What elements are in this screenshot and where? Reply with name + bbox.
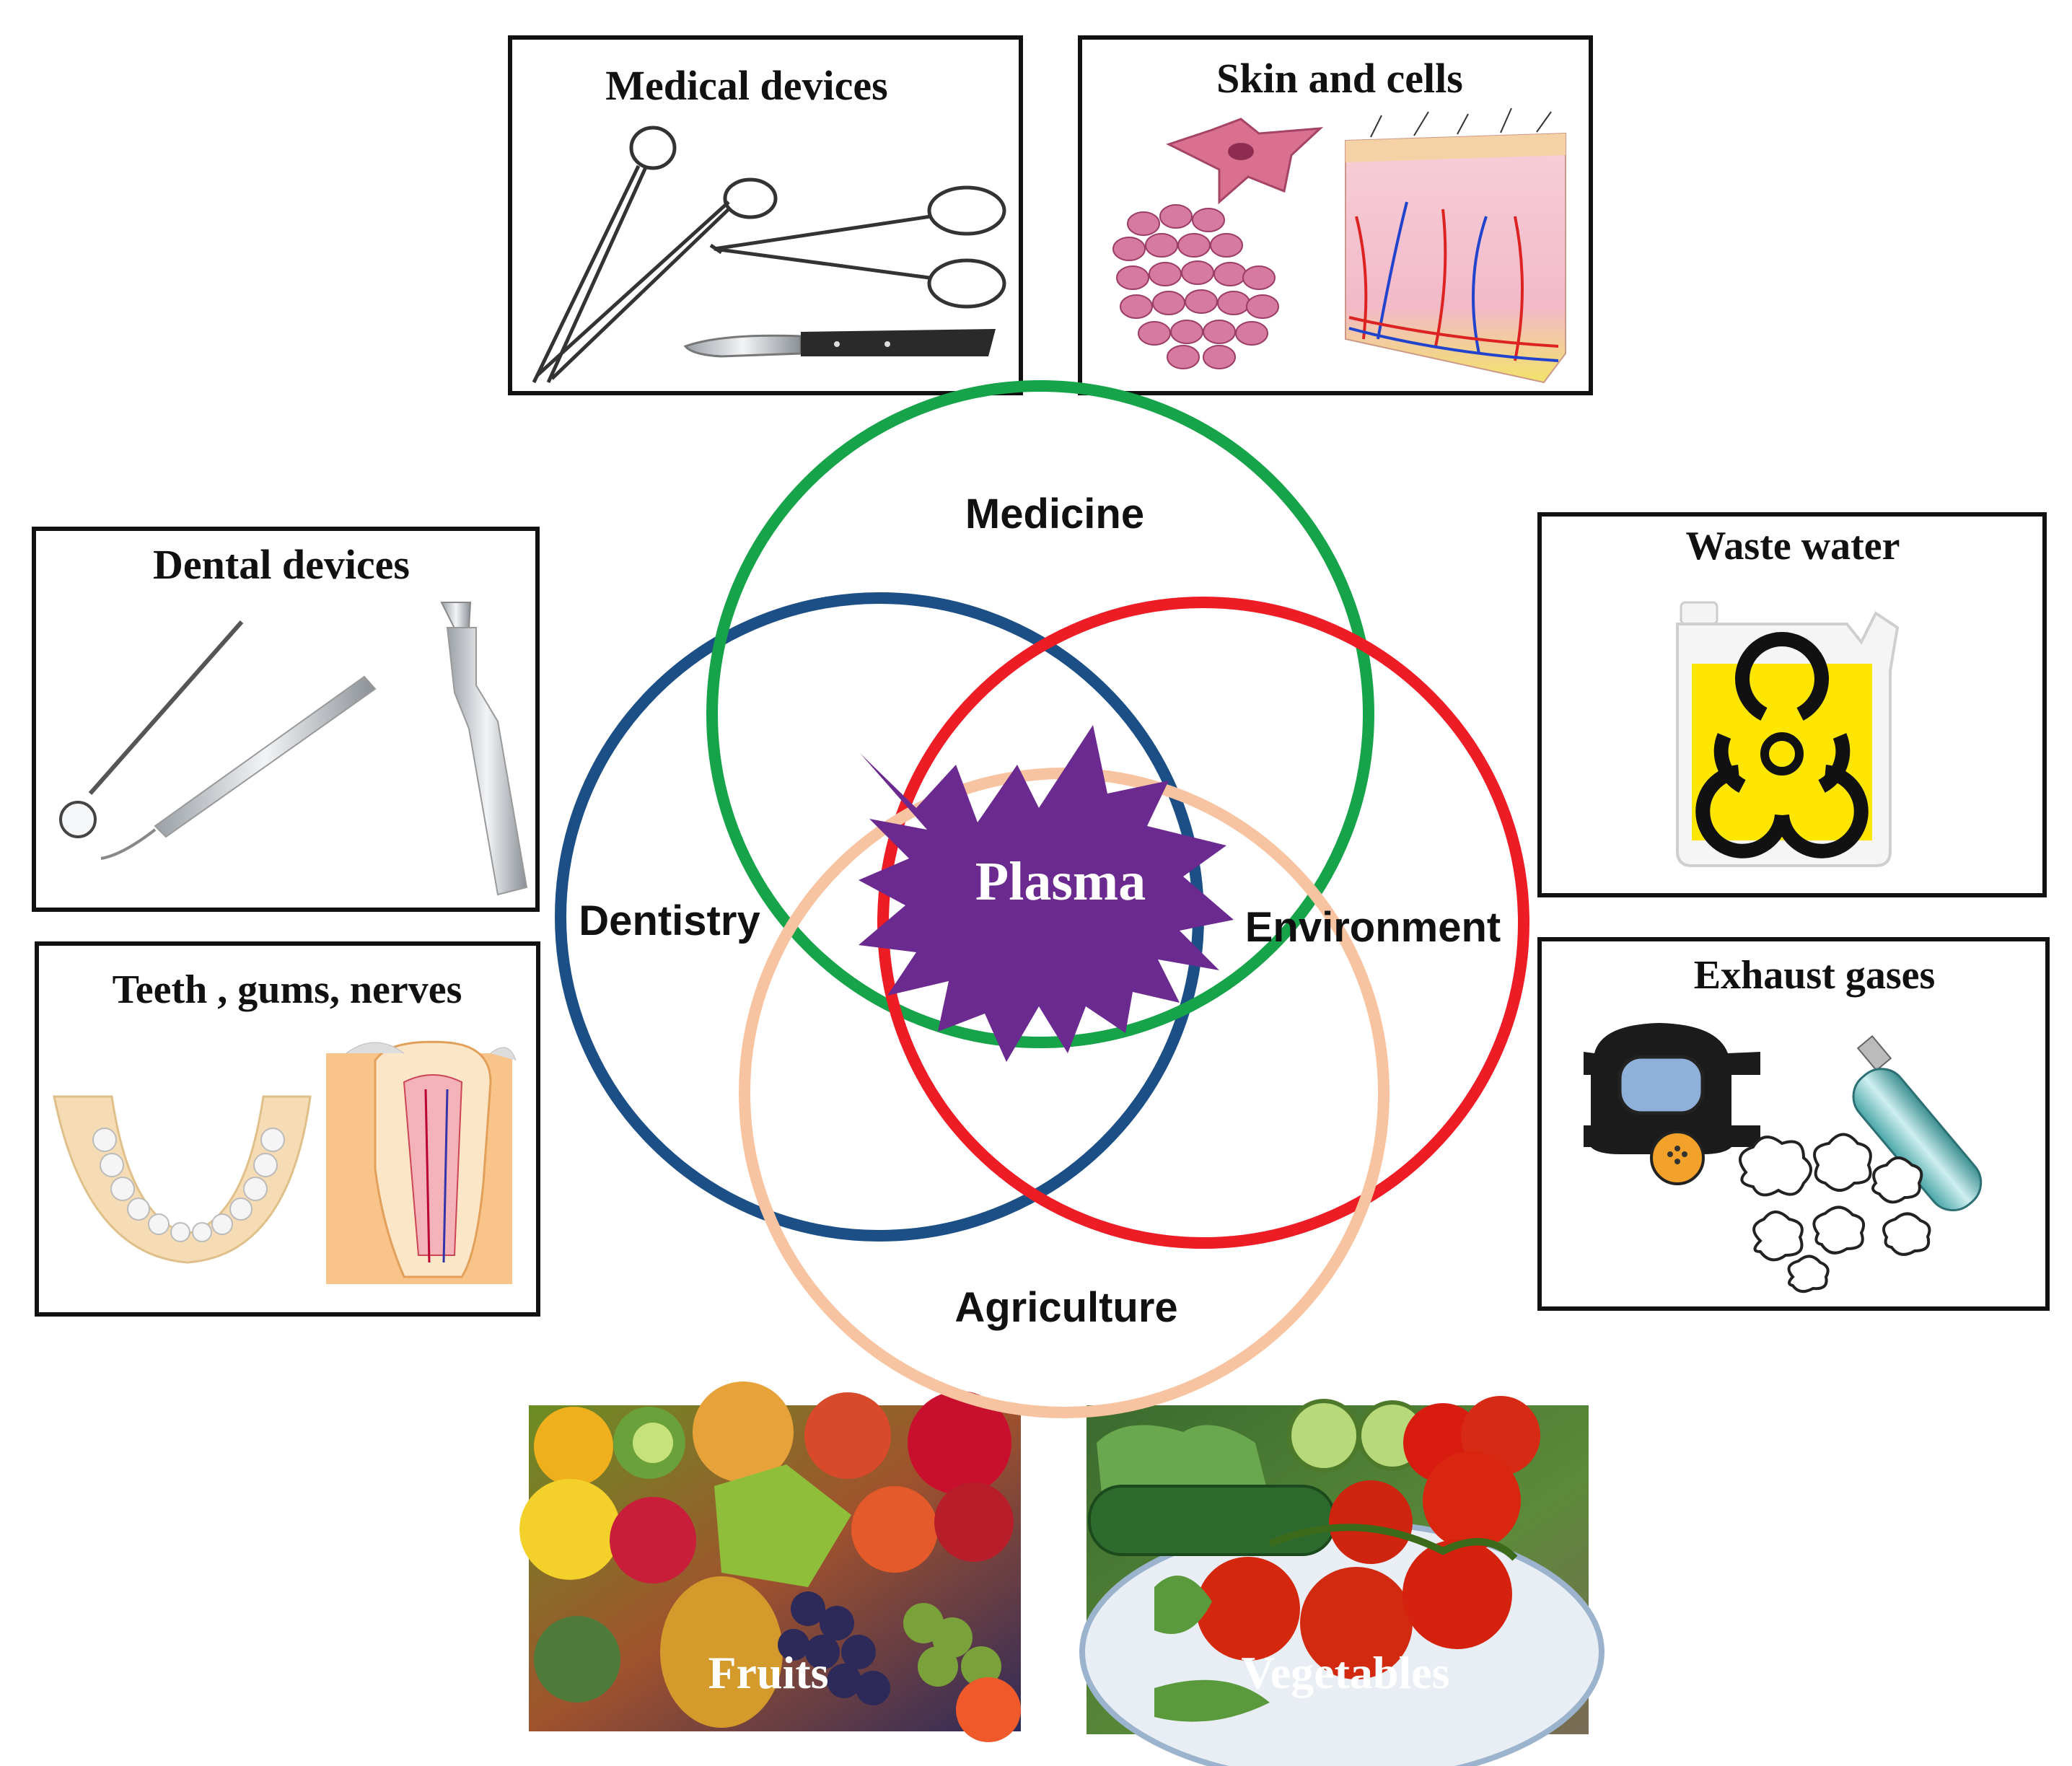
circle-medicine xyxy=(706,380,1374,1048)
panel-title: Skin and cells xyxy=(1216,55,1463,102)
panel-exhaust-gases: Exhaust gases xyxy=(1537,937,2050,1311)
panel-title: Medical devices xyxy=(605,62,887,109)
hemostat-forceps-icon xyxy=(532,126,778,384)
plasma-label: Plasma xyxy=(975,851,1146,912)
dental-arch-icon xyxy=(53,1095,312,1264)
surgical-scissors-icon xyxy=(709,185,1006,309)
panel-title: Teeth , gums, nerves xyxy=(113,967,462,1012)
gas-mask-icon xyxy=(1584,1023,1760,1185)
skin-layers-icon xyxy=(1345,107,1566,384)
panel-dental-devices: Dental devices xyxy=(32,527,540,912)
cell-icon xyxy=(1166,118,1324,205)
panel-title: Waste water xyxy=(1685,524,1900,568)
plasma-starburst: Plasma xyxy=(859,725,1234,1062)
cell-cluster-icon xyxy=(1112,204,1279,369)
panel-medical-devices: Medical devices xyxy=(508,35,1023,395)
photo-label: Fruits xyxy=(708,1647,828,1698)
photo-fruits: Fruits xyxy=(519,1381,1021,1742)
dental-probe-icon xyxy=(100,675,377,860)
panel-teeth: Teeth , gums, nerves xyxy=(35,941,540,1317)
label-environment: Environment xyxy=(1245,904,1501,951)
smoke-icon xyxy=(1739,1133,1931,1293)
circle-environment xyxy=(877,597,1529,1249)
biohazard-icon xyxy=(1695,632,1869,858)
dental-mirror-icon xyxy=(59,620,244,838)
panel-title: Exhaust gases xyxy=(1694,953,1936,998)
panel-title: Dental devices xyxy=(153,541,410,588)
panel-skin-cells: Skin and cells xyxy=(1078,35,1593,395)
label-medicine: Medicine xyxy=(965,491,1144,537)
panel-waste-water: Waste water xyxy=(1537,512,2047,897)
photo-vegetables: Vegetables xyxy=(1079,1396,1605,1766)
label-agriculture: Agriculture xyxy=(954,1284,1177,1331)
dental-handpiece-icon xyxy=(440,602,528,896)
label-dentistry: Dentistry xyxy=(579,897,760,944)
tooth-cross-section-icon xyxy=(326,1040,517,1284)
panel-frame xyxy=(32,527,540,912)
scalpel-icon xyxy=(683,329,996,358)
photo-label: Vegetables xyxy=(1241,1647,1449,1698)
